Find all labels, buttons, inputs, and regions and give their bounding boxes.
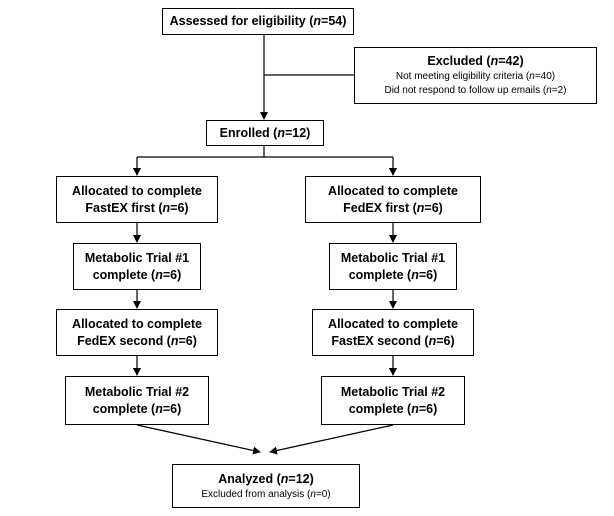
excluded-box: Excluded (n=42) Not meeting eligibility … xyxy=(354,47,597,104)
left-allocation-second-line2: FedEX second (n=6) xyxy=(77,333,197,348)
left-allocation-first-line2: FastEX first (n=6) xyxy=(85,200,189,215)
right-allocation-second-line2: FastEX second (n=6) xyxy=(331,333,455,348)
assessed-label: Assessed for eligibility (n=54) xyxy=(169,14,347,28)
enrolled-label: Enrolled (n=12) xyxy=(219,125,311,140)
left-allocation-first-line1: Allocated to complete xyxy=(72,183,202,198)
excluded-title: Excluded (n=42) xyxy=(427,54,524,68)
analyzed-title: Analyzed (n=12) xyxy=(218,471,314,486)
enrolled-box: Enrolled (n=12) xyxy=(206,120,324,146)
right-allocation-first-line1: Allocated to complete xyxy=(328,183,458,198)
excluded-reason-no-response: Did not respond to follow up emails (n=2… xyxy=(384,85,567,96)
left-allocation-second-line1: Allocated to complete xyxy=(72,316,202,331)
right-trial1-line2: complete (n=6) xyxy=(348,267,438,282)
right-trial1-line1: Metabolic Trial #1 xyxy=(340,250,446,265)
assessed-box: Assessed for eligibility (n=54) xyxy=(162,8,354,35)
right-trial2-line2: complete (n=6) xyxy=(348,401,438,416)
left-trial2-line1: Metabolic Trial #2 xyxy=(84,384,190,399)
right-allocation-first-box: Allocated to complete FedEX first (n=6) xyxy=(305,176,481,223)
left-allocation-first-box: Allocated to complete FastEX first (n=6) xyxy=(56,176,218,223)
right-allocation-second-line1: Allocated to complete xyxy=(328,316,458,331)
analyzed-box: Analyzed (n=12) Excluded from analysis (… xyxy=(172,464,360,508)
left-trial2-line2: complete (n=6) xyxy=(92,401,182,416)
left-trial1-line1: Metabolic Trial #1 xyxy=(84,250,190,265)
left-trial1-box: Metabolic Trial #1 complete (n=6) xyxy=(73,243,201,290)
left-allocation-second-box: Allocated to complete FedEX second (n=6) xyxy=(56,309,218,356)
left-trial1-line2: complete (n=6) xyxy=(92,267,182,282)
left-trial2-box: Metabolic Trial #2 complete (n=6) xyxy=(65,376,209,425)
right-trial2-box: Metabolic Trial #2 complete (n=6) xyxy=(321,376,465,425)
right-allocation-second-box: Allocated to complete FastEX second (n=6… xyxy=(312,309,474,356)
connector-right-to-analyzed xyxy=(269,424,394,455)
right-trial1-box: Metabolic Trial #1 complete (n=6) xyxy=(329,243,457,290)
right-allocation-first-line2: FedEX first (n=6) xyxy=(343,200,443,215)
right-trial2-line1: Metabolic Trial #2 xyxy=(340,384,446,399)
analyzed-exclusion-note: Excluded from analysis (n=0) xyxy=(201,488,331,500)
connector-left-to-analyzed xyxy=(136,424,261,455)
excluded-reason-criteria: Not meeting eligibility criteria (n=40) xyxy=(395,71,556,82)
